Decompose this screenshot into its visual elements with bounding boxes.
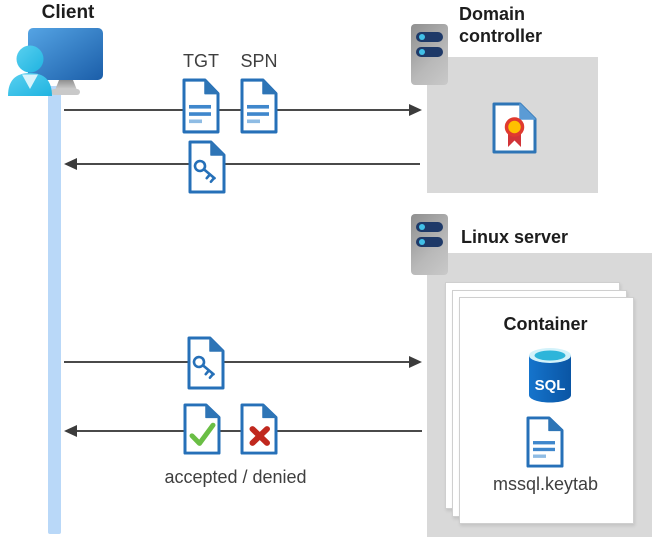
container-title: Container <box>503 314 588 334</box>
arrow-client-to-linux <box>64 361 410 363</box>
check-document-icon <box>183 403 221 455</box>
server-slot <box>416 237 443 247</box>
response-label: accepted / denied <box>164 467 307 487</box>
monitor-icon <box>28 28 103 80</box>
keytab-label: mssql.keytab <box>492 474 599 494</box>
tgt-label: TGT <box>183 51 219 71</box>
arrowhead-left-icon <box>64 424 77 437</box>
spn-document-icon <box>240 78 278 134</box>
monitor-stand <box>55 80 77 90</box>
client-title: Client <box>41 2 95 23</box>
tgt-document-icon <box>182 78 220 134</box>
server-led-icon <box>419 224 425 230</box>
keytab-document-icon <box>526 416 564 468</box>
client-lifeline <box>48 86 61 534</box>
container-card <box>459 297 634 524</box>
key-document-icon <box>188 140 226 194</box>
arrowhead-right-icon <box>409 103 422 116</box>
arrowhead-left-icon <box>64 157 77 170</box>
spn-label: SPN <box>240 51 278 71</box>
server-slot <box>416 32 443 42</box>
arrowhead-right-icon <box>409 355 422 368</box>
certificate-document-icon <box>492 102 537 154</box>
server-slot <box>416 47 443 57</box>
person-collar <box>22 74 38 89</box>
server-rack-icon <box>411 24 448 85</box>
domain-controller-title: Domain controller <box>459 4 543 46</box>
user-at-monitor-icon <box>8 28 103 96</box>
server-led-icon <box>419 34 425 40</box>
server-slot <box>416 222 443 232</box>
linux-server-title: Linux server <box>461 227 569 247</box>
sql-label: SQL <box>535 377 566 394</box>
server-led-icon <box>419 49 425 55</box>
cross-document-icon <box>240 403 278 455</box>
monitor-base <box>51 89 80 95</box>
sql-database-icon: SQL <box>529 348 571 403</box>
key-document-icon <box>187 336 225 390</box>
arrow-dc-to-client <box>77 163 420 165</box>
server-rack-icon <box>411 214 448 275</box>
server-led-icon <box>419 239 425 245</box>
arrow-client-to-dc <box>64 109 410 111</box>
person-icon <box>16 45 44 73</box>
